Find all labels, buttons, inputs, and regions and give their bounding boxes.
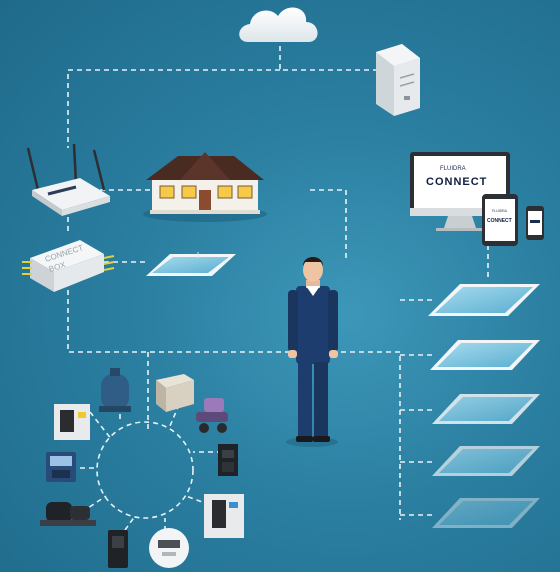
pool-icon bbox=[428, 284, 540, 316]
house-icon bbox=[143, 152, 267, 222]
tablet-brand-text: FLUIDRA bbox=[492, 209, 508, 213]
equipment-ring bbox=[40, 368, 244, 568]
filter-icon bbox=[99, 368, 131, 412]
pool-icon bbox=[432, 446, 540, 476]
tablet-icon: FLUIDRA CONNECT bbox=[482, 194, 518, 246]
pool-icon bbox=[432, 498, 540, 528]
router-icon bbox=[26, 143, 110, 216]
pool-icon bbox=[430, 340, 540, 370]
monitor-brand-text: FLUIDRA bbox=[440, 166, 466, 172]
meter-icon bbox=[149, 528, 189, 568]
cloud-icon bbox=[239, 7, 318, 42]
tablet-product-text: CONNECT bbox=[487, 218, 512, 224]
server-icon bbox=[376, 44, 420, 116]
heat-pump-icon bbox=[218, 444, 238, 476]
home-pool-icon bbox=[146, 252, 236, 276]
controller-icon bbox=[54, 404, 90, 440]
monitor-product-text: CONNECT bbox=[426, 176, 487, 188]
worker-icon bbox=[286, 257, 338, 447]
control-unit-icon bbox=[108, 530, 128, 568]
managed-pools bbox=[428, 284, 540, 528]
pump-icon bbox=[40, 502, 96, 526]
chlorinator-icon bbox=[156, 374, 194, 412]
connector-lines bbox=[67, 46, 489, 540]
connect-box-icon: CONNECT BOX bbox=[22, 240, 115, 292]
digital-panel-icon bbox=[46, 452, 76, 482]
salt-system-icon bbox=[204, 494, 244, 538]
valve-icon bbox=[196, 398, 228, 433]
pool-icon bbox=[432, 394, 540, 424]
smartphone-icon bbox=[526, 206, 544, 240]
